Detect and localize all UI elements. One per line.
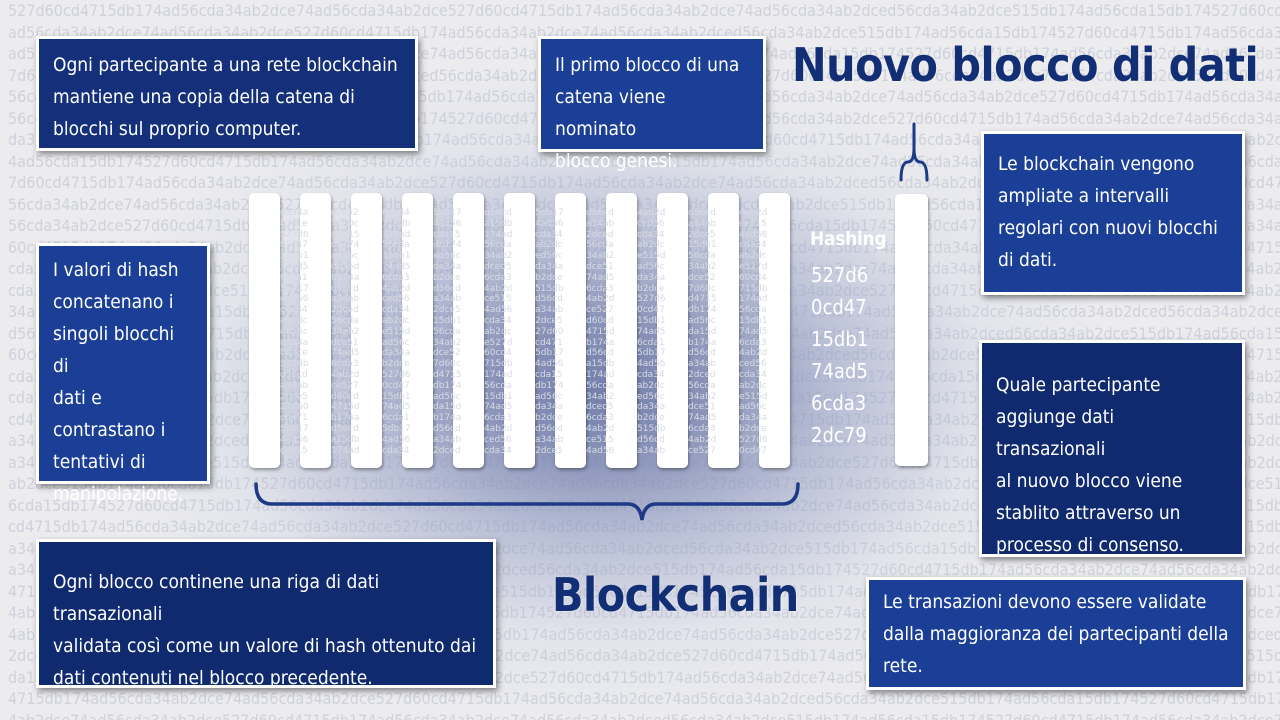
box-line: tentativi di xyxy=(53,451,146,473)
box-validation: Le transazioni devono essere validate da… xyxy=(866,577,1246,690)
box-genesis: Il primo blocco di una catena viene nomi… xyxy=(538,36,766,172)
box-consensus: Quale partecipante aggiunge dati transaz… xyxy=(979,340,1245,557)
new-block xyxy=(895,194,928,466)
title-blockchain: Blockchain xyxy=(552,568,799,622)
box-line: regolari con nuovi blocchi xyxy=(998,217,1218,239)
box-line: di dati. xyxy=(998,249,1058,271)
box-line: Quale partecipante xyxy=(996,374,1161,396)
block-hash-stream: dce5277d60cdd4715ddb174aad56cdda15dbb174… xyxy=(331,208,359,456)
box-line: dalla maggioranza dei partecipanti della xyxy=(883,623,1229,645)
block-hash-stream: 60cd47715db1174ad556cda115db1774ad566cda… xyxy=(382,208,410,456)
block-hash-stream: da34abb2dce5527d600cd47115db1774ad566cda… xyxy=(280,208,308,456)
box-line: rete. xyxy=(883,655,923,677)
chain-block xyxy=(453,193,484,468)
box-hash-values: I valori di hash concatenano i singoli b… xyxy=(36,243,210,505)
chain-block xyxy=(657,193,688,468)
chain-block xyxy=(606,193,637,468)
box-line: ampliate a intervalli xyxy=(998,185,1170,207)
chain-block xyxy=(249,193,280,468)
box-line: aggiunge dati transazionali xyxy=(996,406,1115,460)
block-hash-stream: 4ab2dcce515d4ad56ccda34aab2dcee527d660cd… xyxy=(739,208,767,456)
box-line: processo di consenso. xyxy=(996,534,1184,556)
block-hash-stream: d56cdaa34ab22dced556cda334ab2ddce51574ad… xyxy=(586,208,614,456)
box-block-content: Ogni blocco continene una riga di dati t… xyxy=(36,539,496,689)
box-line: contrastano i xyxy=(53,419,166,441)
hash-value: 0cd47 xyxy=(811,295,867,319)
box-line: blocchi sul proprio computer. xyxy=(53,118,302,140)
box-line: I valori di hash xyxy=(53,259,179,281)
chain-block xyxy=(402,193,433,468)
box-line: singoli blocchi di xyxy=(53,323,175,377)
box-line: Le transazioni devono essere validate xyxy=(883,591,1207,613)
box-participant-copy: Ogni partecipante a una rete blockchain … xyxy=(36,36,418,151)
box-line: validata così come un valore di hash ott… xyxy=(53,635,477,657)
chain-block xyxy=(759,193,790,468)
hash-value: 6cda3 xyxy=(811,391,867,415)
box-line: al nuovo blocco viene xyxy=(996,470,1183,492)
hash-value: 15db1 xyxy=(811,327,869,351)
title-new-block: Nuovo blocco di dati xyxy=(792,38,1259,92)
block-hash-stream: 5db1744ad56ccda34aab2dceed56cdda34abb2dc… xyxy=(535,208,563,456)
hash-value: 2dc79 xyxy=(811,423,867,447)
box-line: manipolazione. xyxy=(53,483,184,505)
box-line: Ogni partecipante a una rete blockchain xyxy=(53,54,398,76)
hashing-label: Hashing xyxy=(810,228,887,250)
box-line: dati contenuti nel blocco precedente. xyxy=(53,667,373,689)
block-hash-stream: 5db1744ad56ccda15ddb174aad56cdda34abb2dc… xyxy=(433,208,461,456)
chain-block xyxy=(708,193,739,468)
box-line: blocco genesi. xyxy=(555,150,678,172)
box-line: mantiene una copia della catena di xyxy=(53,86,355,108)
box-line: stablito attraverso un xyxy=(996,502,1181,524)
chain-block xyxy=(351,193,382,468)
chain-block xyxy=(555,193,586,468)
chain-block xyxy=(504,193,535,468)
box-line: dati e xyxy=(53,387,102,409)
box-extension: Le blockchain vengono ampliate a interva… xyxy=(981,131,1245,295)
box-line: Il primo blocco di una xyxy=(555,54,740,76)
block-hash-stream: d56cdaa15db1174ad556cda334ab2ddced566cda… xyxy=(484,208,512,456)
chain-block xyxy=(300,193,331,468)
hashing-values: 527d6 0cd47 15db1 74ad5 6cda3 2dc79 xyxy=(811,259,868,451)
box-line: concatenano i xyxy=(53,291,174,313)
block-hash-stream: d56cdaa34ab22dce5115db1756cda334ab2ddce5… xyxy=(688,208,716,456)
box-line: Le blockchain vengono xyxy=(998,153,1195,175)
box-line: catena viene nominato xyxy=(555,86,666,140)
box-line: Ogni blocco continene una riga di dati t… xyxy=(53,571,380,625)
hash-value: 74ad5 xyxy=(811,359,868,383)
hash-value: 527d6 xyxy=(811,263,869,287)
block-hash-stream: 4ab2dcced56ccda34aab2dcee515dbad56cdda34… xyxy=(637,208,665,456)
